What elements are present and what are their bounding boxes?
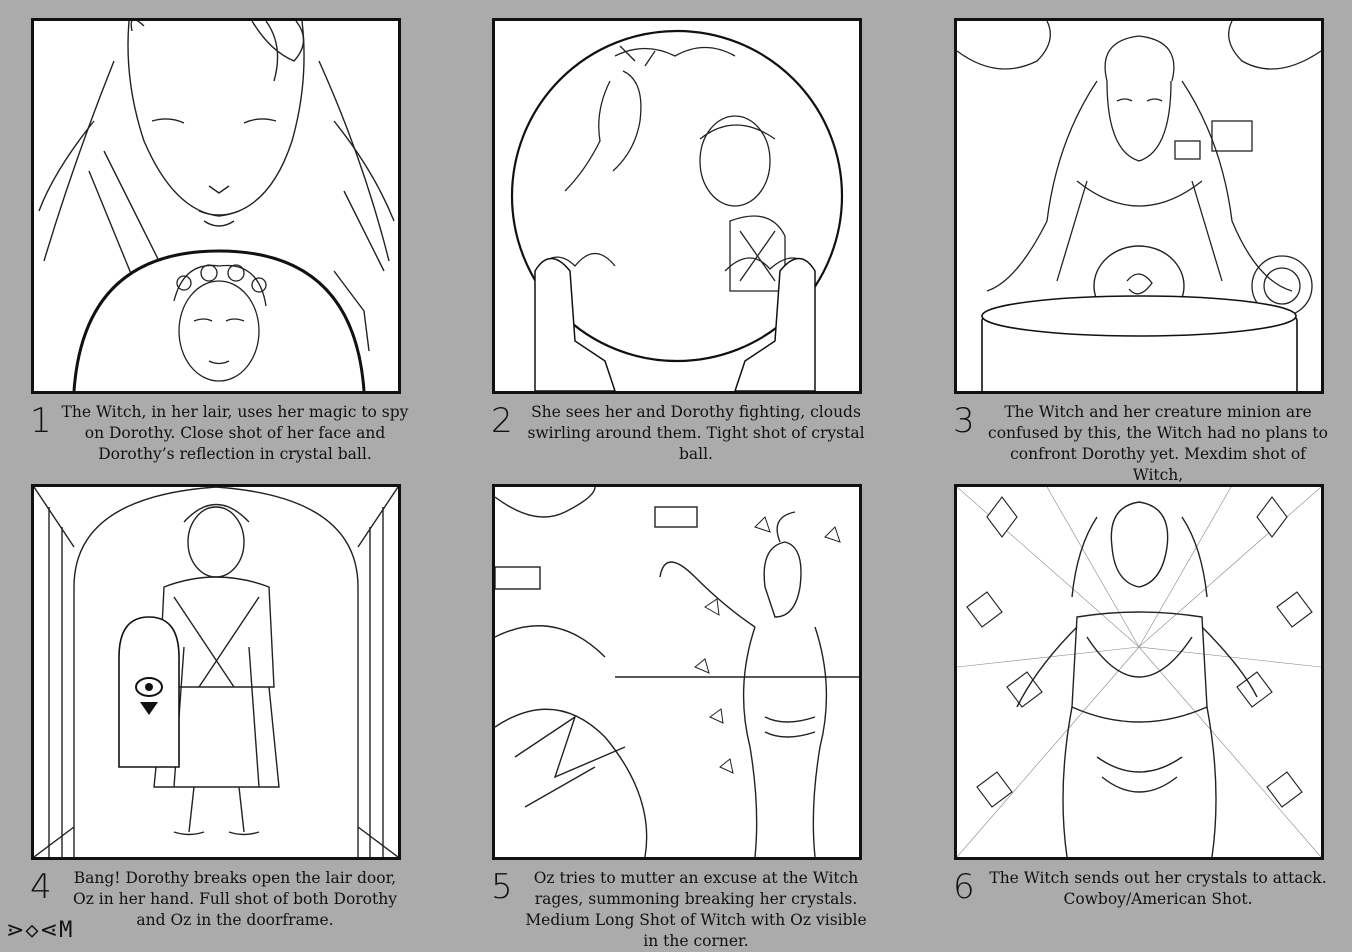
panel-4-caption: 4 Bang! Dorothy breaks open the lair doo… <box>30 867 401 948</box>
panel-1-number: 1 <box>30 401 52 441</box>
panel-4-text: Bang! Dorothy breaks open the lair door,… <box>72 869 397 929</box>
panel-1-caption: 1 The Witch, in her lair, uses her magic… <box>30 401 408 482</box>
panel-4-drawing <box>31 484 401 860</box>
panel-6-text: The Witch sends out her crystals to atta… <box>989 869 1327 908</box>
panel-5-text: Oz tries to mutter an excuse at the Witc… <box>525 869 867 950</box>
panel-3-caption: 3 The Witch and her creature minion are … <box>953 401 1328 484</box>
panel-5-caption: 5 Oz tries to mutter an excuse at the Wi… <box>491 867 867 950</box>
panel-4-number: 4 <box>30 867 52 907</box>
witch-closeup-sketch <box>38 21 395 391</box>
panel-6-drawing <box>954 484 1324 860</box>
crystal-ball-sketch <box>510 29 844 391</box>
panel-6-caption: 6 The Witch sends out her crystals to at… <box>953 867 1327 948</box>
panel-2-number: 2 <box>491 401 513 441</box>
panel-1-drawing <box>31 18 401 394</box>
panel-3: 3 The Witch and her creature minion are … <box>953 18 1328 484</box>
panel-5-number: 5 <box>491 867 513 907</box>
panel-6-number: 6 <box>953 867 975 907</box>
panel-1-text: The Witch, in her lair, uses her magic t… <box>61 403 409 463</box>
dorothy-doorframe-sketch <box>34 487 398 857</box>
panel-2-caption: 2 She sees her and Dorothy fighting, clo… <box>491 401 865 482</box>
panel-2: 2 She sees her and Dorothy fighting, clo… <box>491 18 865 482</box>
artist-logo: ⋗◇⋖M <box>6 918 74 943</box>
panel-5: 5 Oz tries to mutter an excuse at the Wi… <box>491 484 867 950</box>
panel-2-drawing <box>492 18 862 394</box>
panel-4: 4 Bang! Dorothy breaks open the lair doo… <box>30 484 401 948</box>
panel-3-number: 3 <box>953 401 975 441</box>
panel-2-text: She sees her and Dorothy fighting, cloud… <box>527 403 865 463</box>
witch-crystal-attack-sketch <box>957 487 1321 857</box>
panel-1: 1 The Witch, in her lair, uses her magic… <box>30 18 408 482</box>
witch-summoning-sketch <box>495 487 859 857</box>
panel-3-text: The Witch and her creature minion are co… <box>988 403 1328 484</box>
panel-6: 6 The Witch sends out her crystals to at… <box>953 484 1327 948</box>
panel-3-drawing <box>954 18 1324 394</box>
witch-at-table-sketch <box>957 21 1321 391</box>
panel-5-drawing <box>492 484 862 860</box>
